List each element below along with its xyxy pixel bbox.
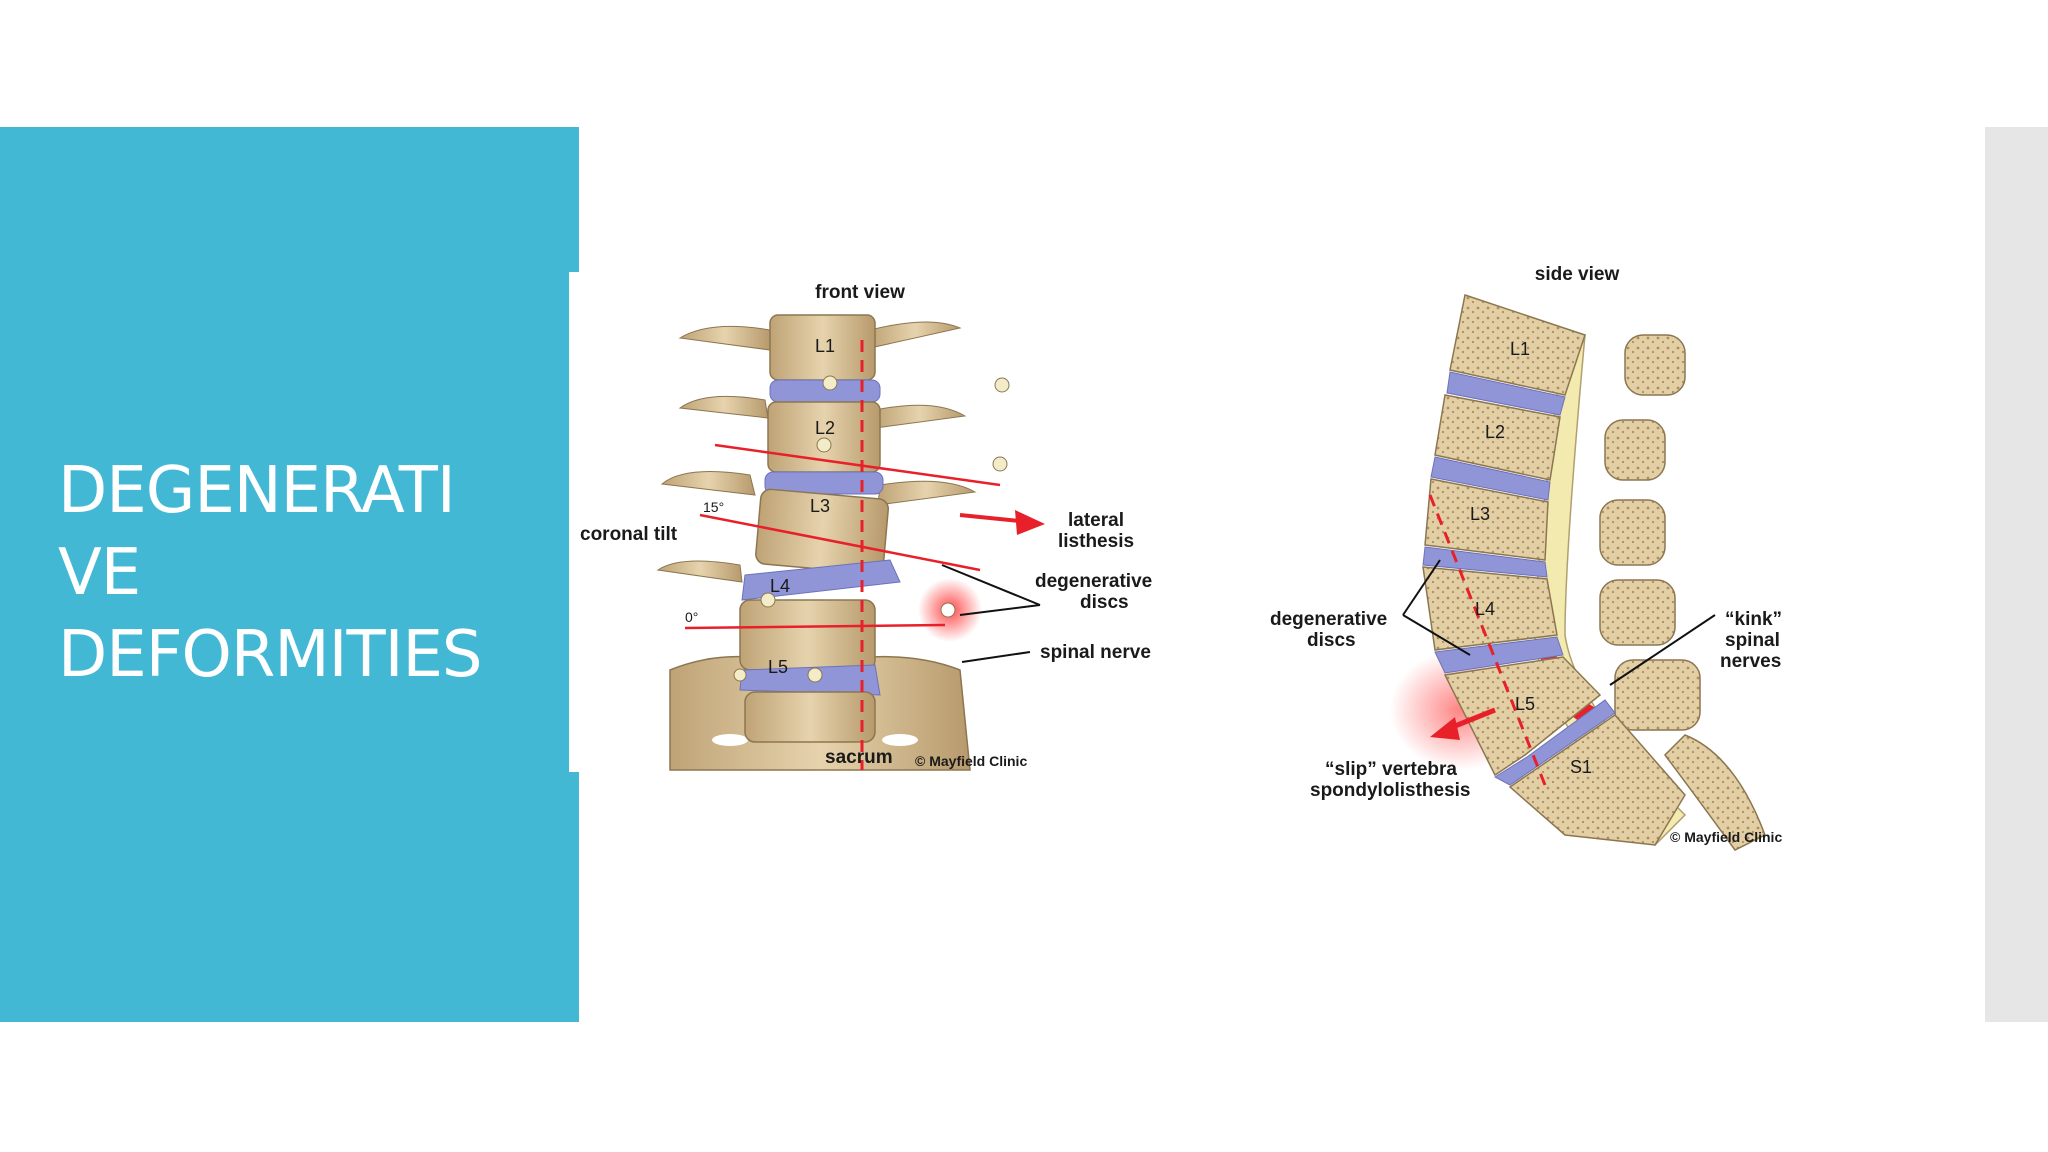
side-degenerative-label-2: discs [1307, 630, 1356, 651]
side-view-figure: side view L1 L2 L3 L4 L5 S1 degenerative… [1270, 264, 1782, 851]
side-l5-label: L5 [1515, 694, 1535, 714]
front-l3-label: L3 [810, 496, 830, 516]
lateral-listhesis-label-1: lateral [1068, 510, 1124, 531]
lateral-listhesis-label-2: listhesis [1058, 531, 1134, 552]
side-vertebra-l4 [1422, 566, 1558, 651]
kink-label-3: nerves [1720, 651, 1781, 672]
panel-divider [569, 272, 579, 772]
title-line-3: DEFORMITIES [58, 618, 483, 692]
front-l2-label: L2 [815, 418, 835, 438]
front-view-figure: front view L1 L2 L3 L4 L5 sacrum © Mayfi… [580, 282, 1152, 771]
side-vertebra-l3 [1424, 478, 1549, 561]
title-line-1: DEGENERATI [58, 454, 456, 528]
kink-label-2: spinal [1725, 630, 1780, 651]
angle-0-label: 0° [685, 609, 698, 625]
coronal-tilt-label: coronal tilt [580, 524, 678, 545]
front-degenerative-label-2: discs [1080, 592, 1129, 613]
side-view-label: side view [1535, 264, 1620, 285]
side-disc-1 [1446, 371, 1566, 416]
side-l2-label: L2 [1485, 422, 1505, 442]
right-accent-strip [1985, 127, 2048, 1022]
front-l1-label: L1 [815, 336, 835, 356]
side-vertebra-l2 [1434, 394, 1561, 481]
front-copyright: © Mayfield Clinic [915, 753, 1027, 769]
side-l1-label: L1 [1510, 339, 1530, 359]
side-s1-label: S1 [1570, 757, 1592, 777]
side-l3-label: L3 [1470, 504, 1490, 524]
sacrum-label: sacrum [825, 747, 893, 768]
spinal-nerve-label: spinal nerve [1040, 642, 1151, 663]
front-l4-label: L4 [770, 576, 790, 596]
front-degenerative-label-1: degenerative [1035, 571, 1152, 592]
side-degenerative-label-1: degenerative [1270, 609, 1387, 630]
front-view-label: front view [815, 282, 905, 303]
kink-label-1: “kink” [1725, 609, 1782, 630]
title-line-2: VE [58, 536, 141, 610]
side-disc-4 [1434, 636, 1564, 674]
slip-label-2: spondylolisthesis [1310, 780, 1470, 801]
side-l4-label: L4 [1475, 599, 1495, 619]
side-disc-2 [1430, 456, 1551, 501]
slide-title: DEGENERATI VE DEFORMITIES [58, 450, 558, 696]
front-vertebra-l5 [744, 691, 876, 743]
side-vertebra-l5 [1443, 656, 1602, 777]
side-disc-5 [1494, 699, 1616, 786]
angle-15-label: 15° [703, 499, 724, 515]
front-l5-label: L5 [768, 657, 788, 677]
front-vertebra-l4 [739, 599, 876, 671]
title-panel [0, 127, 579, 1022]
side-copyright: © Mayfield Clinic [1670, 829, 1782, 845]
side-vertebra-s1 [1508, 714, 1686, 846]
side-vertebra-l1 [1449, 294, 1586, 396]
slip-label-1: “slip” vertebra [1325, 759, 1457, 780]
